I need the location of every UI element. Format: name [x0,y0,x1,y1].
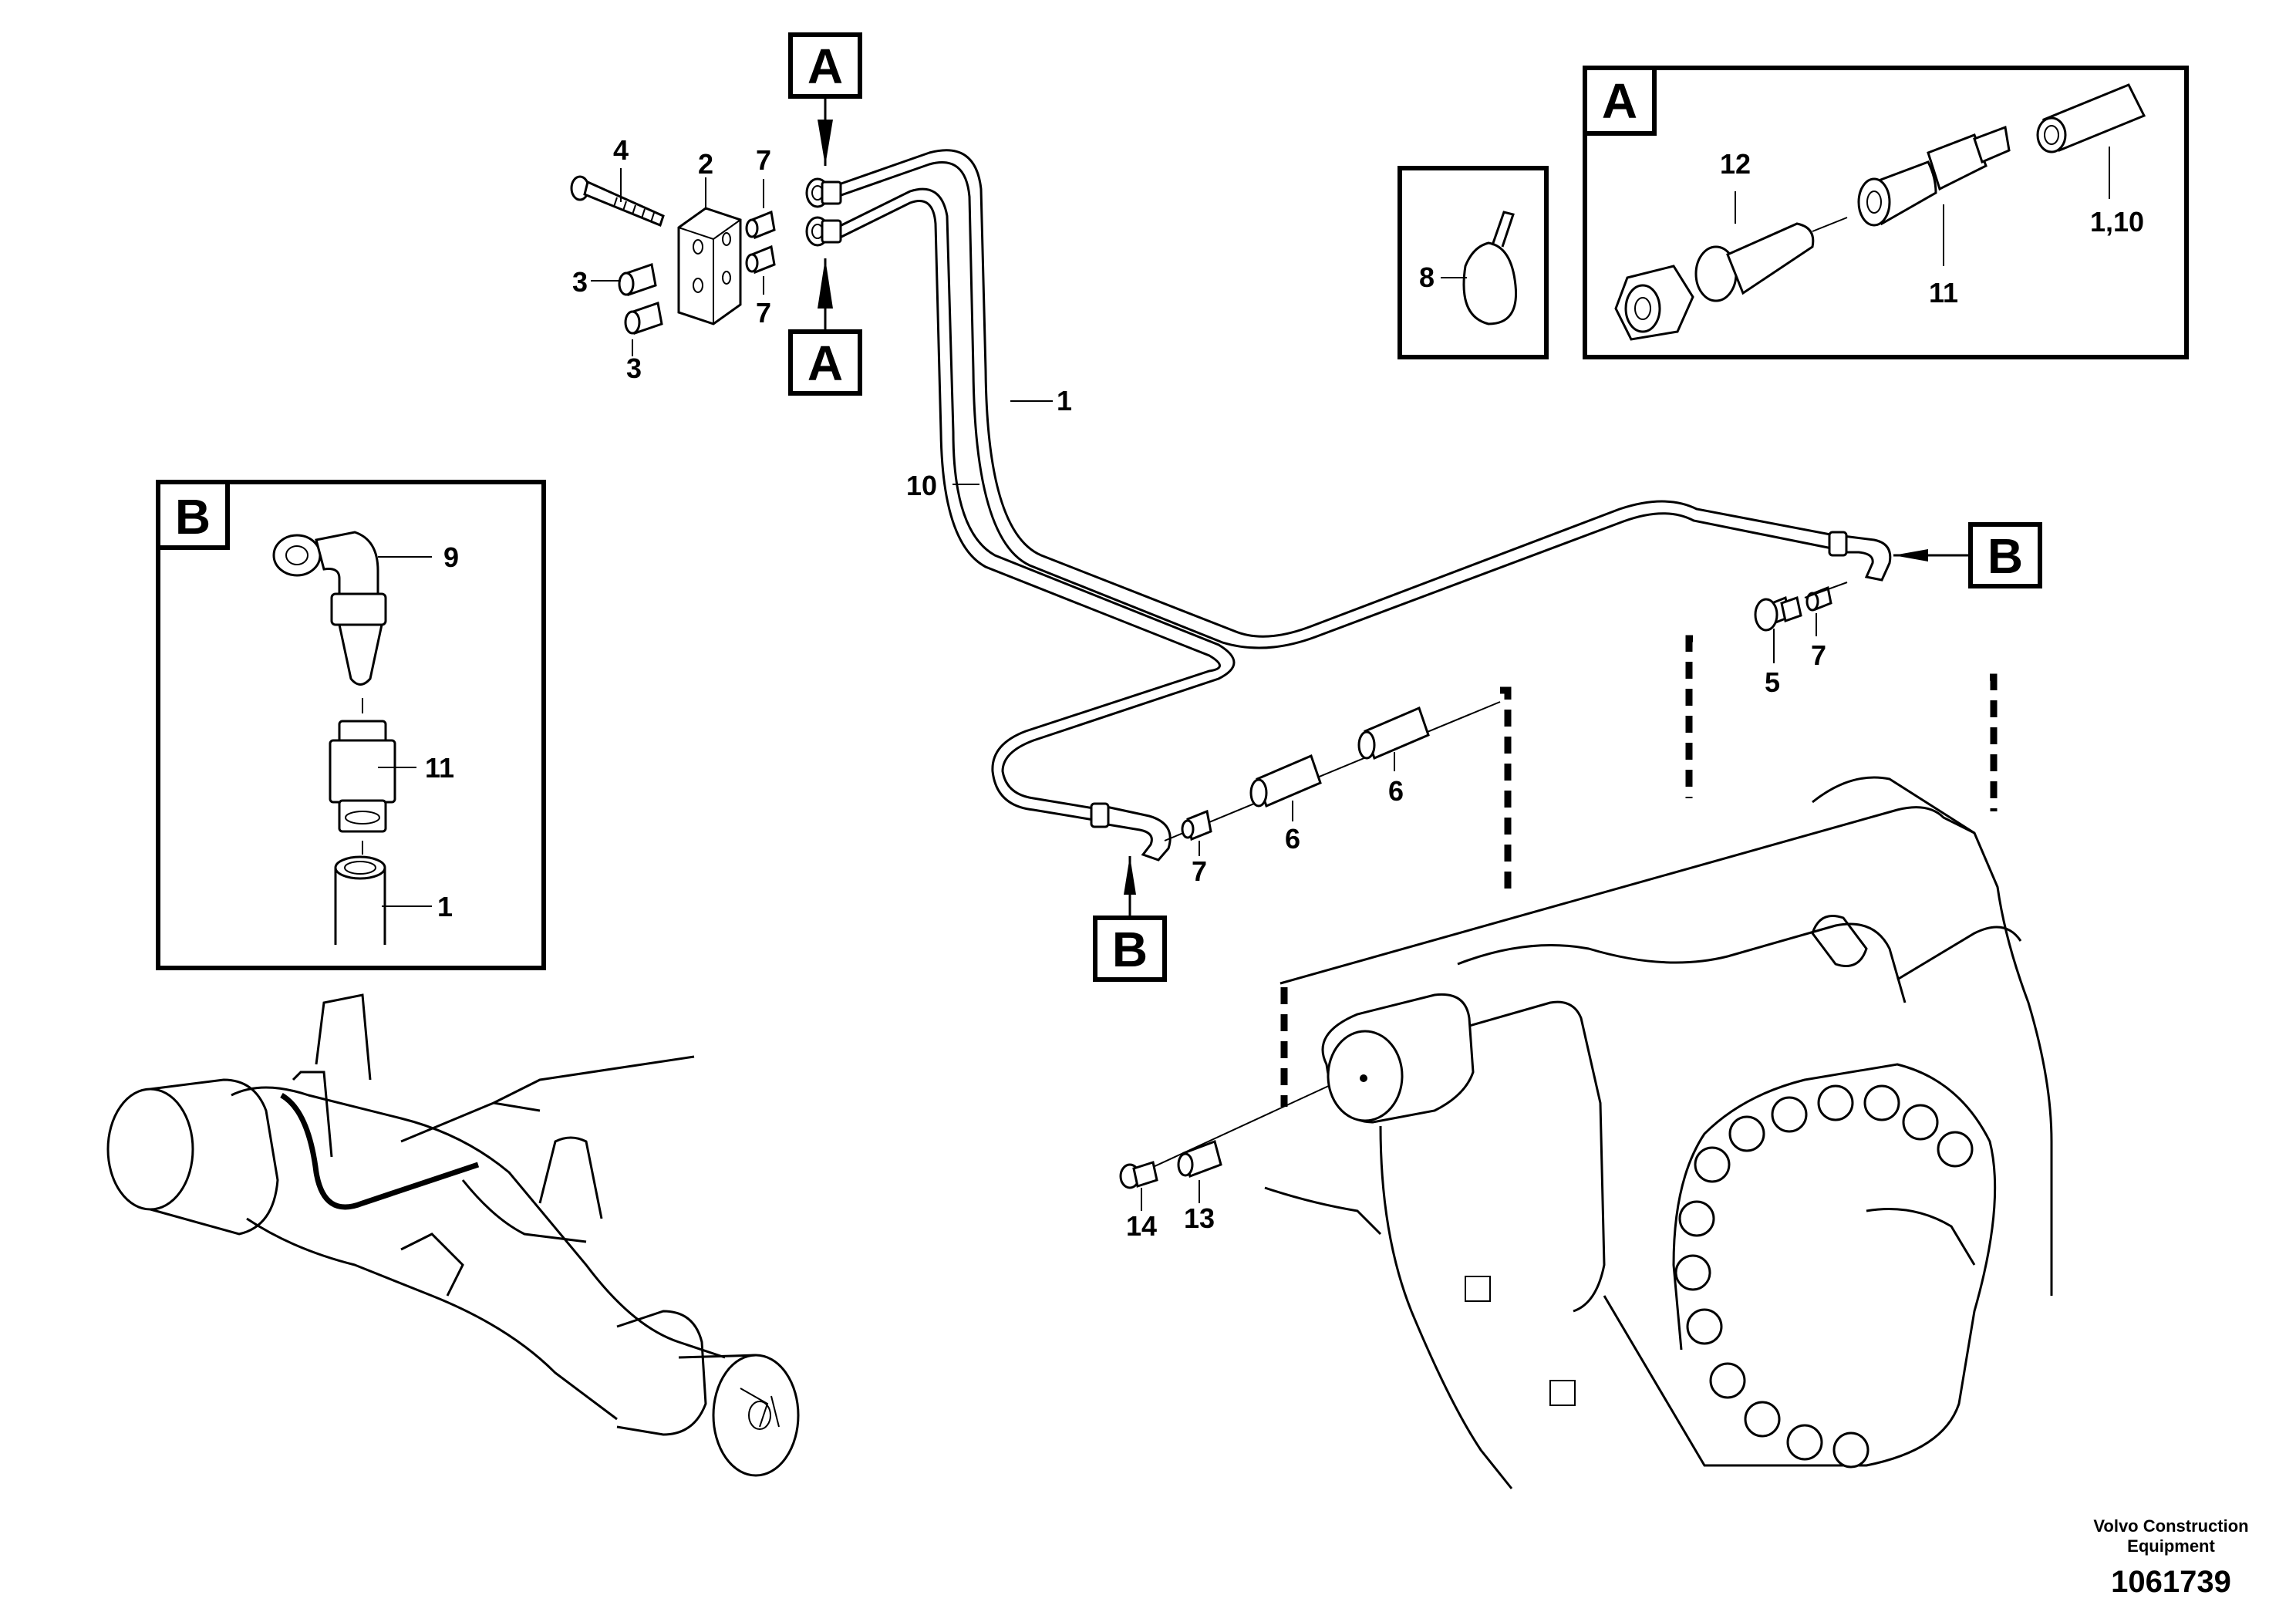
label-item-7-middle: 7 [1192,855,1207,887]
brake-pipe-assembly [836,149,1892,862]
callout-b-right [1893,522,2042,588]
pipe-nut-group-top [805,177,842,247]
publisher-line-1: Volvo Construction [2093,1516,2248,1536]
label-item-3-lower: 3 [626,352,642,384]
callout-a-top [788,32,862,166]
callout-b-bottom [1093,856,1167,982]
callout-a-bottom [788,258,862,396]
label-item-9: 9 [443,541,459,573]
dashed-guides [1280,635,1998,1107]
label-item-7-top-lower: 7 [756,297,771,329]
label-item-7-right: 7 [1811,639,1826,671]
connector-parts-right [1754,582,1848,663]
callout-a-top-letter: A [807,39,843,94]
connector-parts-axle [1119,1079,1343,1211]
detail-tie-box [1397,166,1549,359]
label-item-1-detail-b: 1 [437,891,453,922]
label-item-6-right: 6 [1388,775,1404,807]
label-item-6-left: 6 [1285,823,1300,855]
label-item-1: 1 [1057,385,1072,416]
detail-b-box [156,480,546,970]
callout-a-bottom-letter: A [807,336,843,391]
label-item-14: 14 [1126,1210,1157,1242]
axle-overview-drawing [106,993,800,1477]
label-item-8: 8 [1419,261,1435,293]
axle-housing-drawing [1264,776,2053,1489]
leader-lines-top [591,168,1053,485]
label-item-2: 2 [698,148,713,180]
callout-b-bottom-letter: B [1112,922,1148,977]
label-item-11-detail-a: 11 [1929,277,1958,309]
bracket-assembly [570,175,776,335]
label-item-5: 5 [1765,666,1780,698]
drawing-number: 1061739 [2111,1565,2231,1599]
part-number-labels: 4 2 7 7 3 3 1 10 5 7 6 6 7 14 13 8 12 11… [425,134,2144,1242]
callout-b-right-letter: B [1988,528,2023,584]
label-item-1-10: 1,10 [2090,206,2144,238]
detail-a-letter: A [1602,73,1637,129]
label-item-11-detail-b: 11 [425,752,454,784]
detail-a-box [1583,66,2189,359]
detail-b-letter: B [175,489,211,545]
label-item-12: 12 [1720,148,1751,180]
publisher-line-2: Equipment [2127,1536,2215,1556]
connector-parts-middle [1164,701,1501,856]
label-item-13: 13 [1184,1202,1215,1234]
label-item-4: 4 [613,134,629,166]
label-item-10: 10 [906,470,937,501]
label-item-7-top: 7 [756,144,771,176]
label-item-3-upper: 3 [572,266,588,298]
